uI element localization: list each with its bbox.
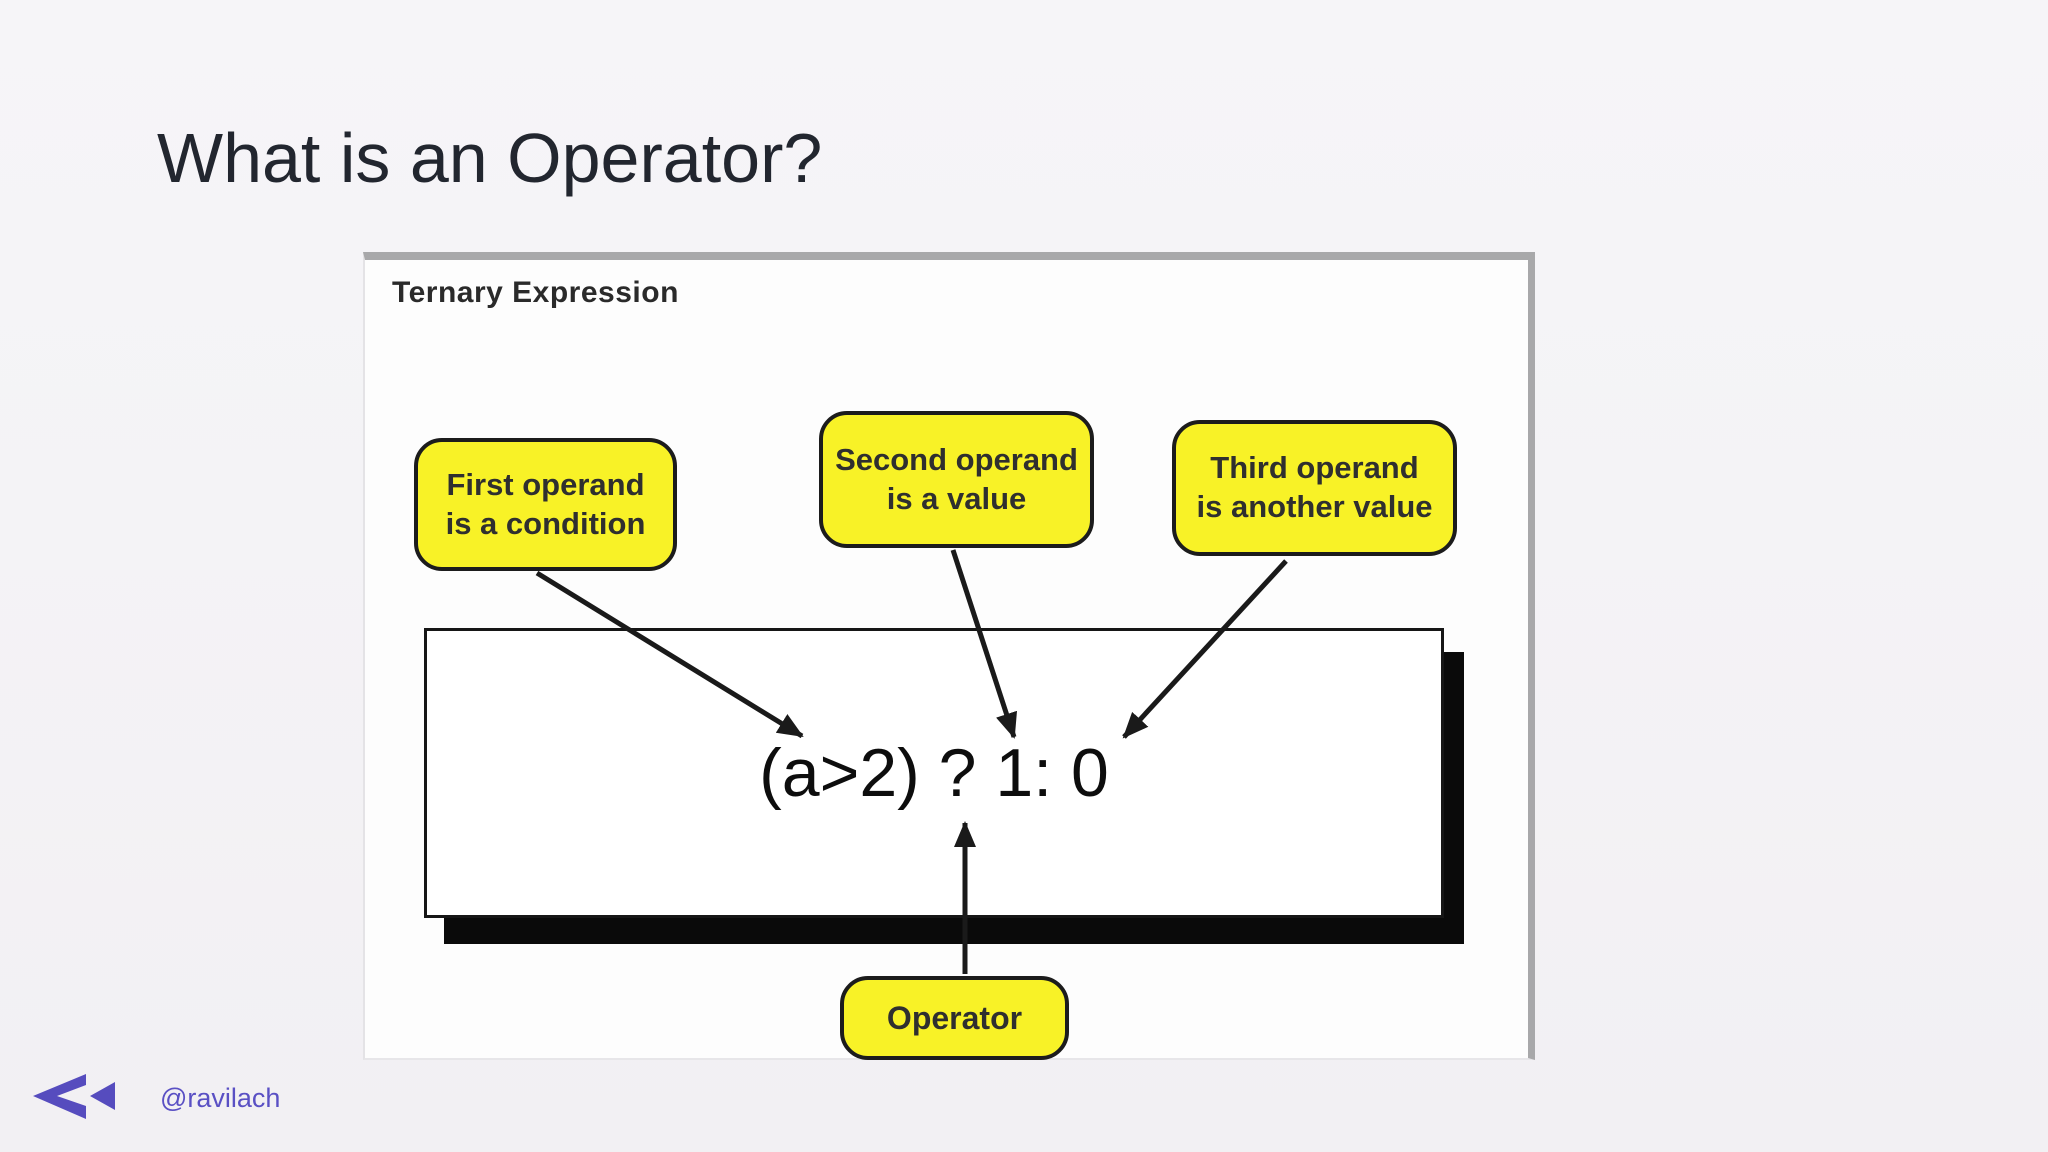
callout-second-line1: Second operand: [835, 441, 1078, 477]
ternary-diagram-panel: Ternary Expression (a>2) ? 1: 0 First op…: [363, 252, 1535, 1060]
callout-third-line1: Third operand: [1210, 450, 1419, 486]
callout-second-operand: Second operand is a value: [819, 411, 1094, 548]
callout-operator: Operator: [840, 976, 1069, 1060]
callout-first-operand: First operand is a condition: [414, 438, 677, 571]
expression-box: (a>2) ? 1: 0: [424, 628, 1444, 918]
diagram-heading: Ternary Expression: [392, 276, 679, 309]
callout-third-operand: Third operand is another value: [1172, 420, 1457, 556]
callout-third-line2: is another value: [1196, 489, 1433, 524]
callout-operator-label: Operator: [886, 1000, 1023, 1036]
author-handle: @ravilach: [160, 1083, 281, 1113]
callout-second-line2: is a value: [886, 480, 1027, 516]
callout-first-line1: First operand: [446, 466, 645, 502]
ternary-expression-code: (a>2) ? 1: 0: [759, 735, 1109, 811]
callout-first-line2: is a condition: [445, 505, 646, 541]
slide-title: What is an Operator?: [157, 119, 823, 197]
rewind-logo-icon: [33, 1074, 115, 1119]
